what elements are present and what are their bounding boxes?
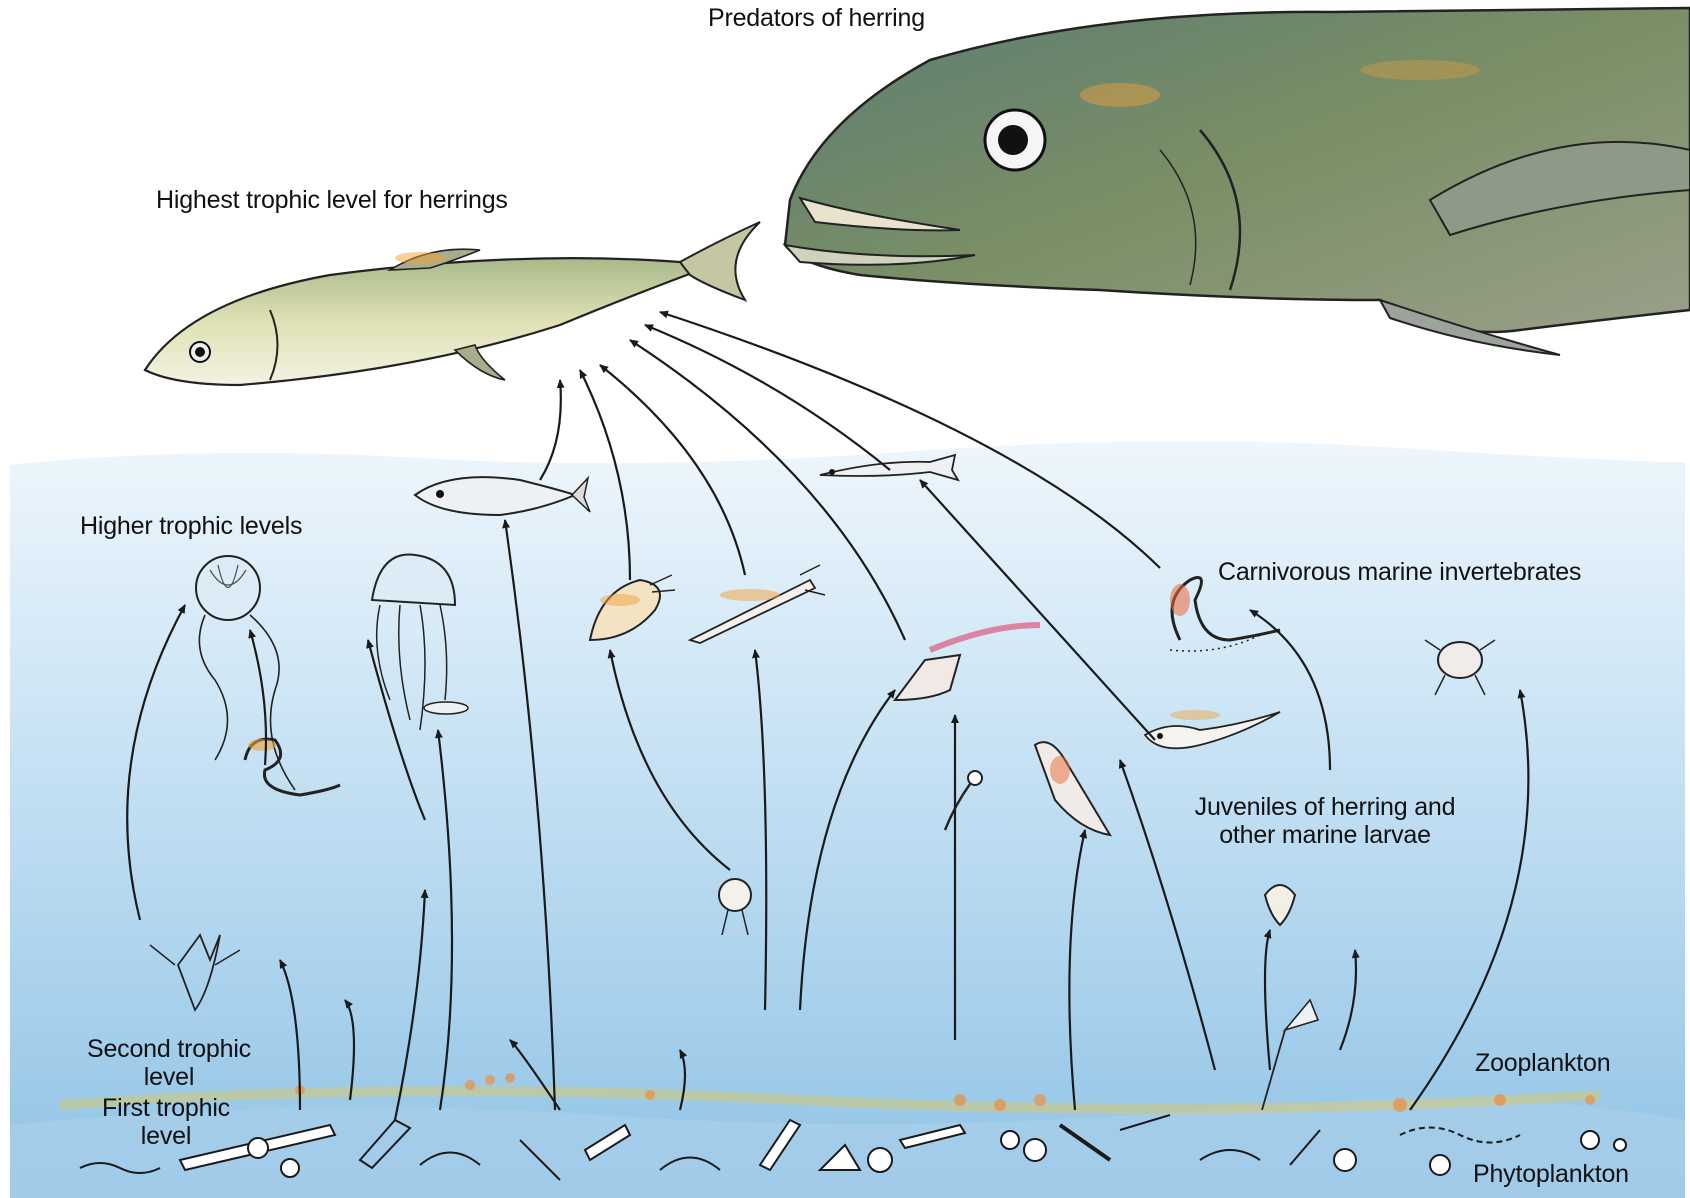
label-higher-trophic-levels: Higher trophic levels	[80, 512, 302, 540]
label-zooplankton: Zooplankton	[1475, 1049, 1610, 1077]
label-phytoplankton: Phytoplankton	[1473, 1160, 1629, 1188]
label-juveniles-line2: other marine larvae	[1160, 821, 1490, 849]
label-juveniles: Juveniles of herring and other marine la…	[1160, 793, 1490, 849]
label-highest-trophic-level: Highest trophic level for herrings	[156, 186, 508, 214]
label-first-line2: level	[68, 1122, 264, 1150]
herring-illustration	[145, 222, 760, 385]
label-first-line1: First trophic	[68, 1094, 264, 1122]
label-second-line2: level	[56, 1063, 282, 1091]
label-second-line1: Second trophic	[56, 1035, 282, 1063]
label-second-trophic-level: Second trophic level	[56, 1035, 282, 1091]
predator-fish-illustration	[785, 8, 1690, 355]
label-first-trophic-level: First trophic level	[68, 1094, 264, 1150]
label-carnivorous-invertebrates: Carnivorous marine invertebrates	[1218, 558, 1581, 586]
label-predators-of-herring: Predators of herring	[708, 4, 925, 32]
label-juveniles-line1: Juveniles of herring and	[1160, 793, 1490, 821]
